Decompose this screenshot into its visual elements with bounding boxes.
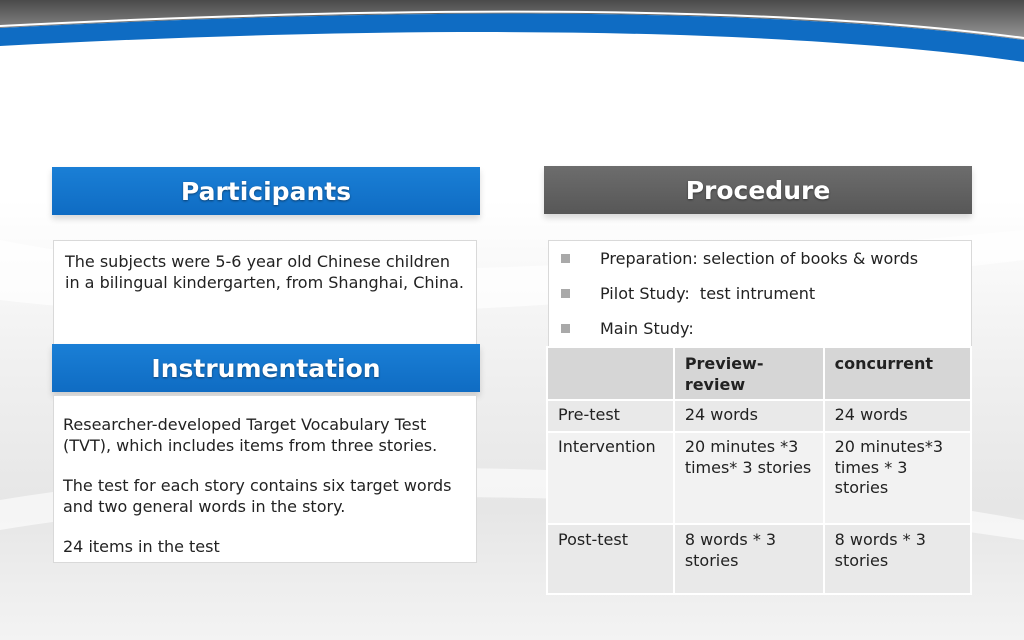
procedure-bullet-item: Preparation: selection of books & words bbox=[549, 241, 971, 276]
procedure-table: Preview-review concurrent Pre-test 24 wo… bbox=[546, 346, 973, 595]
table-header-cell bbox=[546, 346, 675, 401]
participants-header: Participants bbox=[52, 167, 480, 215]
procedure-bullet-text: Preparation: selection of books & words bbox=[600, 249, 919, 268]
procedure-panel: Preparation: selection of books & words … bbox=[548, 240, 972, 348]
procedure-bullet-list: Preparation: selection of books & words … bbox=[549, 241, 971, 346]
procedure-bullet-item: Main Study: bbox=[549, 311, 971, 346]
instrumentation-paragraph: Researcher-developed Target Vocabulary T… bbox=[63, 415, 438, 455]
participants-text: The subjects were 5-6 year old Chinese c… bbox=[65, 252, 465, 292]
table-cell: Post-test bbox=[546, 523, 675, 595]
table-cell: 20 minutes *3 times* 3 stories bbox=[672, 431, 825, 525]
table-cell: Intervention bbox=[546, 431, 675, 525]
procedure-bullet-text: Pilot Study: test intrument bbox=[600, 284, 816, 303]
instrumentation-title: Instrumentation bbox=[151, 353, 381, 383]
instrumentation-header: Instrumentation bbox=[52, 344, 480, 392]
table-row: Pre-test 24 words 24 words bbox=[546, 399, 973, 433]
procedure-header: Procedure bbox=[544, 166, 972, 214]
square-bullet-icon bbox=[561, 324, 570, 333]
table-row: Intervention 20 minutes *3 times* 3 stor… bbox=[546, 431, 973, 525]
table-cell: 24 words bbox=[822, 399, 973, 433]
instrumentation-paragraph: The test for each story contains six tar… bbox=[63, 476, 452, 516]
table-header-row: Preview-review concurrent bbox=[546, 346, 973, 401]
instrumentation-panel: Researcher-developed Target Vocabulary T… bbox=[53, 395, 477, 563]
participants-title: Participants bbox=[180, 176, 352, 206]
table-cell: 20 minutes*3 times * 3 stories bbox=[822, 431, 973, 525]
instrumentation-paragraph: 24 items in the test bbox=[63, 537, 220, 556]
procedure-bullet-text: Main Study: bbox=[600, 319, 694, 338]
table-cell: Pre-test bbox=[546, 399, 675, 433]
participants-panel: The subjects were 5-6 year old Chinese c… bbox=[53, 240, 477, 346]
table-cell: 8 words * 3 stories bbox=[672, 523, 825, 595]
procedure-bullet-item: Pilot Study: test intrument bbox=[549, 276, 971, 311]
table-header-cell: concurrent bbox=[822, 346, 973, 401]
table-cell: 8 words * 3 stories bbox=[822, 523, 973, 595]
square-bullet-icon bbox=[561, 254, 570, 263]
table-row: Post-test 8 words * 3 stories 8 words * … bbox=[546, 523, 973, 595]
square-bullet-icon bbox=[561, 289, 570, 298]
table-cell: 24 words bbox=[672, 399, 825, 433]
top-swoosh-decoration bbox=[0, 0, 1024, 63]
table-header-cell: Preview-review bbox=[672, 346, 825, 401]
procedure-title: Procedure bbox=[685, 175, 831, 205]
